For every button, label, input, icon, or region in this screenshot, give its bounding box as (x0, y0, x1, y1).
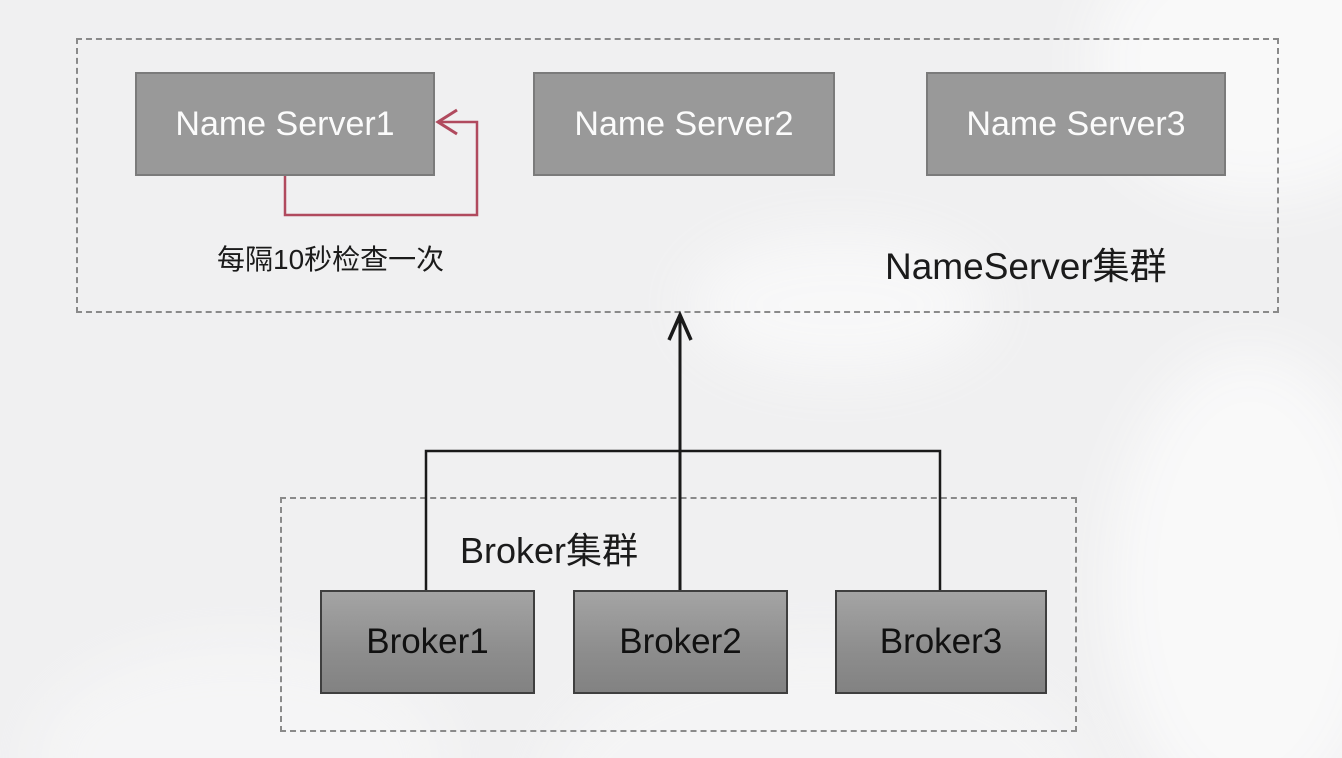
broker-cluster-label: Broker集群 (460, 530, 639, 571)
broker-node-1-label: Broker1 (366, 622, 489, 661)
broker-node-2: Broker2 (573, 590, 788, 694)
nameserver-cluster-label: NameServer集群 (885, 246, 1167, 287)
broker-node-3-label: Broker3 (879, 622, 1003, 661)
nameserver-node-1-label: Name Server1 (175, 104, 395, 143)
broker-node-3: Broker3 (835, 590, 1047, 694)
nameserver-node-2-label: Name Server2 (574, 104, 794, 143)
nameserver-node-2: Name Server2 (533, 72, 835, 176)
nameserver-node-3: Name Server3 (926, 72, 1226, 176)
nameserver-node-1: Name Server1 (135, 72, 435, 176)
background-swirl (1110, 350, 1342, 758)
up-arrowhead-icon (667, 310, 693, 341)
nameserver-node-3-label: Name Server3 (966, 104, 1186, 143)
heartbeat-note: 每隔10秒检查一次 (217, 244, 445, 275)
broker-node-1: Broker1 (320, 590, 535, 694)
broker-node-2-label: Broker2 (619, 622, 742, 661)
